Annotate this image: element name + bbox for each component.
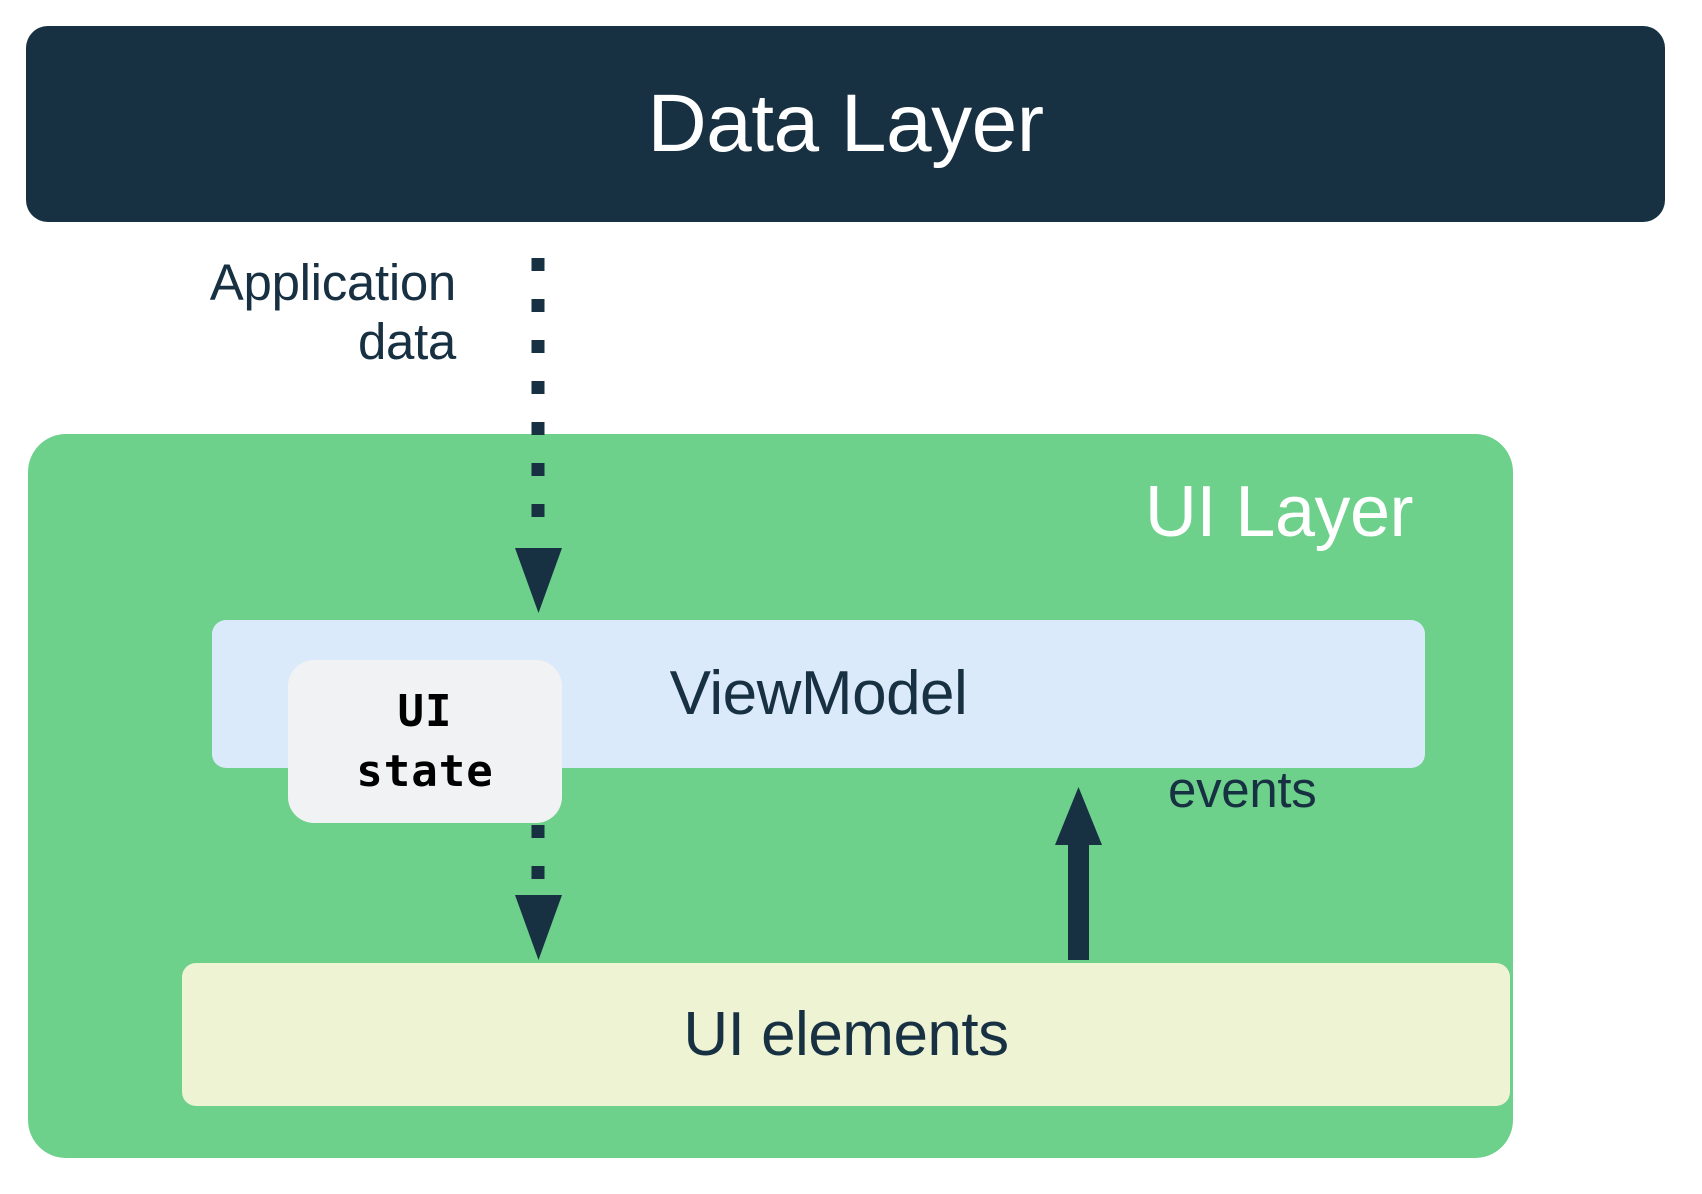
data-layer-title: Data Layer (647, 78, 1044, 169)
ui-elements-box: UI elements (182, 963, 1510, 1106)
ui-state-label-line1: UI (397, 686, 453, 738)
ui-elements-label: UI elements (683, 999, 1009, 1069)
ui-layer-box: UI Layer ViewModel UI state UI elements (28, 434, 1513, 1158)
application-data-label-line1: Application (209, 254, 457, 311)
ui-state-card: UI state (288, 660, 562, 823)
application-data-label-line2: data (357, 312, 456, 370)
data-layer-box: Data Layer (26, 26, 1665, 222)
ui-layer-title: UI Layer (1144, 472, 1414, 552)
viewmodel-label: ViewModel (669, 659, 968, 728)
application-data-label: Application data (150, 254, 457, 371)
events-label: events (1168, 761, 1317, 818)
ui-state-label-line2: state (356, 745, 494, 797)
